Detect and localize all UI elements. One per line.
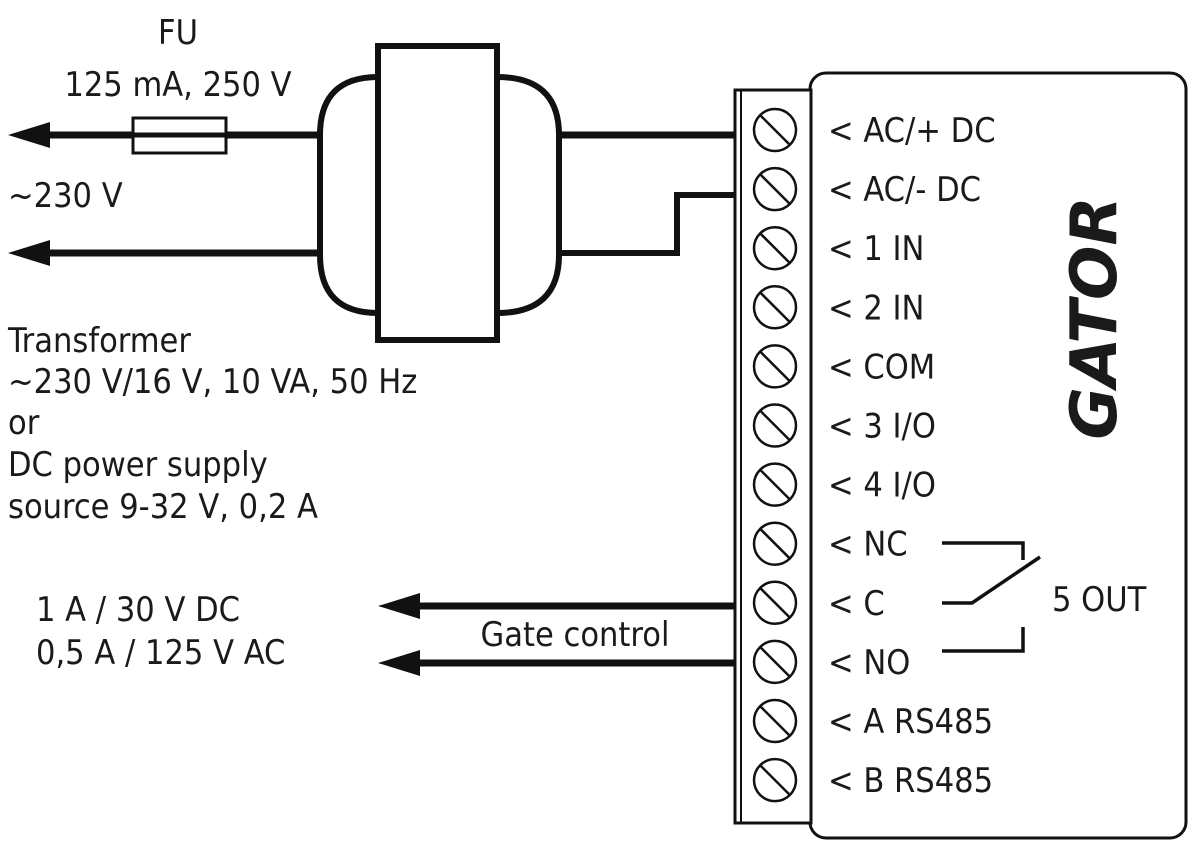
mains-voltage-label: ~230 V	[8, 176, 123, 216]
arrow-left-icon	[8, 240, 50, 266]
screw-slot	[758, 704, 792, 738]
screw-slot	[758, 586, 792, 619]
terminal-label: < AC/+ DC	[828, 111, 996, 151]
note-line: Transformer	[7, 321, 191, 361]
arrow-left-icon	[8, 122, 50, 148]
transformer-primary-coil	[317, 74, 379, 316]
terminal-strip	[733, 88, 813, 825]
terminal-screws	[752, 107, 798, 803]
wire-ac-minus	[559, 192, 737, 256]
secondary-wiring	[559, 131, 737, 256]
screw-slot	[758, 350, 792, 383]
screw-slot	[758, 764, 792, 797]
screw-slot	[758, 173, 792, 206]
terminal-label: < COM	[828, 347, 935, 387]
terminal-label: < 4 I/O	[828, 466, 936, 506]
relay-nc-contact	[942, 541, 1025, 560]
note-line: ~230 V/16 V, 10 VA, 50 Hz	[8, 362, 417, 402]
power-supply-note: Transformer ~230 V/16 V, 10 VA, 50 Hz or…	[7, 321, 417, 527]
arrow-left-icon	[378, 650, 420, 676]
relay-symbol: 5 OUT	[942, 541, 1147, 653]
terminal-label: < NO	[828, 643, 910, 683]
fuse-label: FU	[158, 13, 198, 53]
relay-common-contact	[942, 555, 1041, 605]
terminal-screw-icon	[752, 639, 798, 685]
transformer-symbol	[317, 43, 562, 343]
terminal-label: < C	[828, 584, 885, 624]
terminal-label: < 1 IN	[828, 229, 924, 269]
gate-control-wiring: Gate control	[378, 593, 737, 676]
rating-line: 1 A / 30 V DC	[36, 590, 240, 630]
screw-slot	[758, 468, 792, 501]
terminal-labels: < AC/+ DC < AC/- DC < 1 IN < 2 IN < COM < 3 I…	[828, 111, 996, 801]
screw-slot	[758, 409, 792, 442]
terminal-screw-icon	[752, 521, 798, 566]
transformer-secondary-coil	[496, 74, 562, 316]
relay-rating: 1 A / 30 V DC 0,5 A / 125 V AC	[36, 590, 285, 673]
screw-slot	[758, 113, 792, 147]
mains-input	[8, 116, 320, 266]
terminal-screw-icon	[752, 107, 798, 153]
arrow-left-icon	[378, 593, 420, 619]
screw-slot	[758, 291, 792, 324]
note-line: DC power supply	[8, 445, 268, 485]
terminal-screw-icon	[752, 344, 798, 389]
transformer-core	[375, 43, 500, 343]
terminal-label: < NC	[828, 525, 908, 565]
terminal-label: < 3 I/O	[828, 407, 936, 447]
terminal-label: < 2 IN	[828, 288, 924, 328]
terminal-screw-icon	[752, 698, 798, 744]
note-line: source 9-32 V, 0,2 A	[8, 487, 318, 527]
terminal-screw-icon	[752, 580, 798, 626]
note-line: or	[8, 403, 40, 443]
terminal-screw-icon	[752, 403, 798, 448]
rating-line: 0,5 A / 125 V AC	[36, 633, 285, 673]
screw-slot	[758, 232, 792, 265]
fuse-rating: 125 mA, 250 V	[64, 65, 291, 105]
terminal-screw-icon	[752, 462, 798, 507]
terminal-screw-icon	[752, 225, 798, 271]
terminal-screw-icon	[752, 757, 798, 803]
terminal-screw-icon	[752, 285, 798, 330]
terminal-label: < AC/- DC	[828, 170, 981, 210]
screw-slot	[758, 527, 792, 560]
relay-no-contact	[942, 627, 1025, 653]
device-name: GATOR	[1058, 196, 1132, 439]
terminal-label: < B RS485	[828, 761, 993, 801]
terminal-label: < A RS485	[828, 702, 993, 742]
terminal-screw-icon	[752, 166, 798, 212]
screw-slot	[758, 645, 792, 678]
relay-output-label: 5 OUT	[1052, 580, 1147, 620]
gate-control-label: Gate control	[481, 615, 670, 655]
